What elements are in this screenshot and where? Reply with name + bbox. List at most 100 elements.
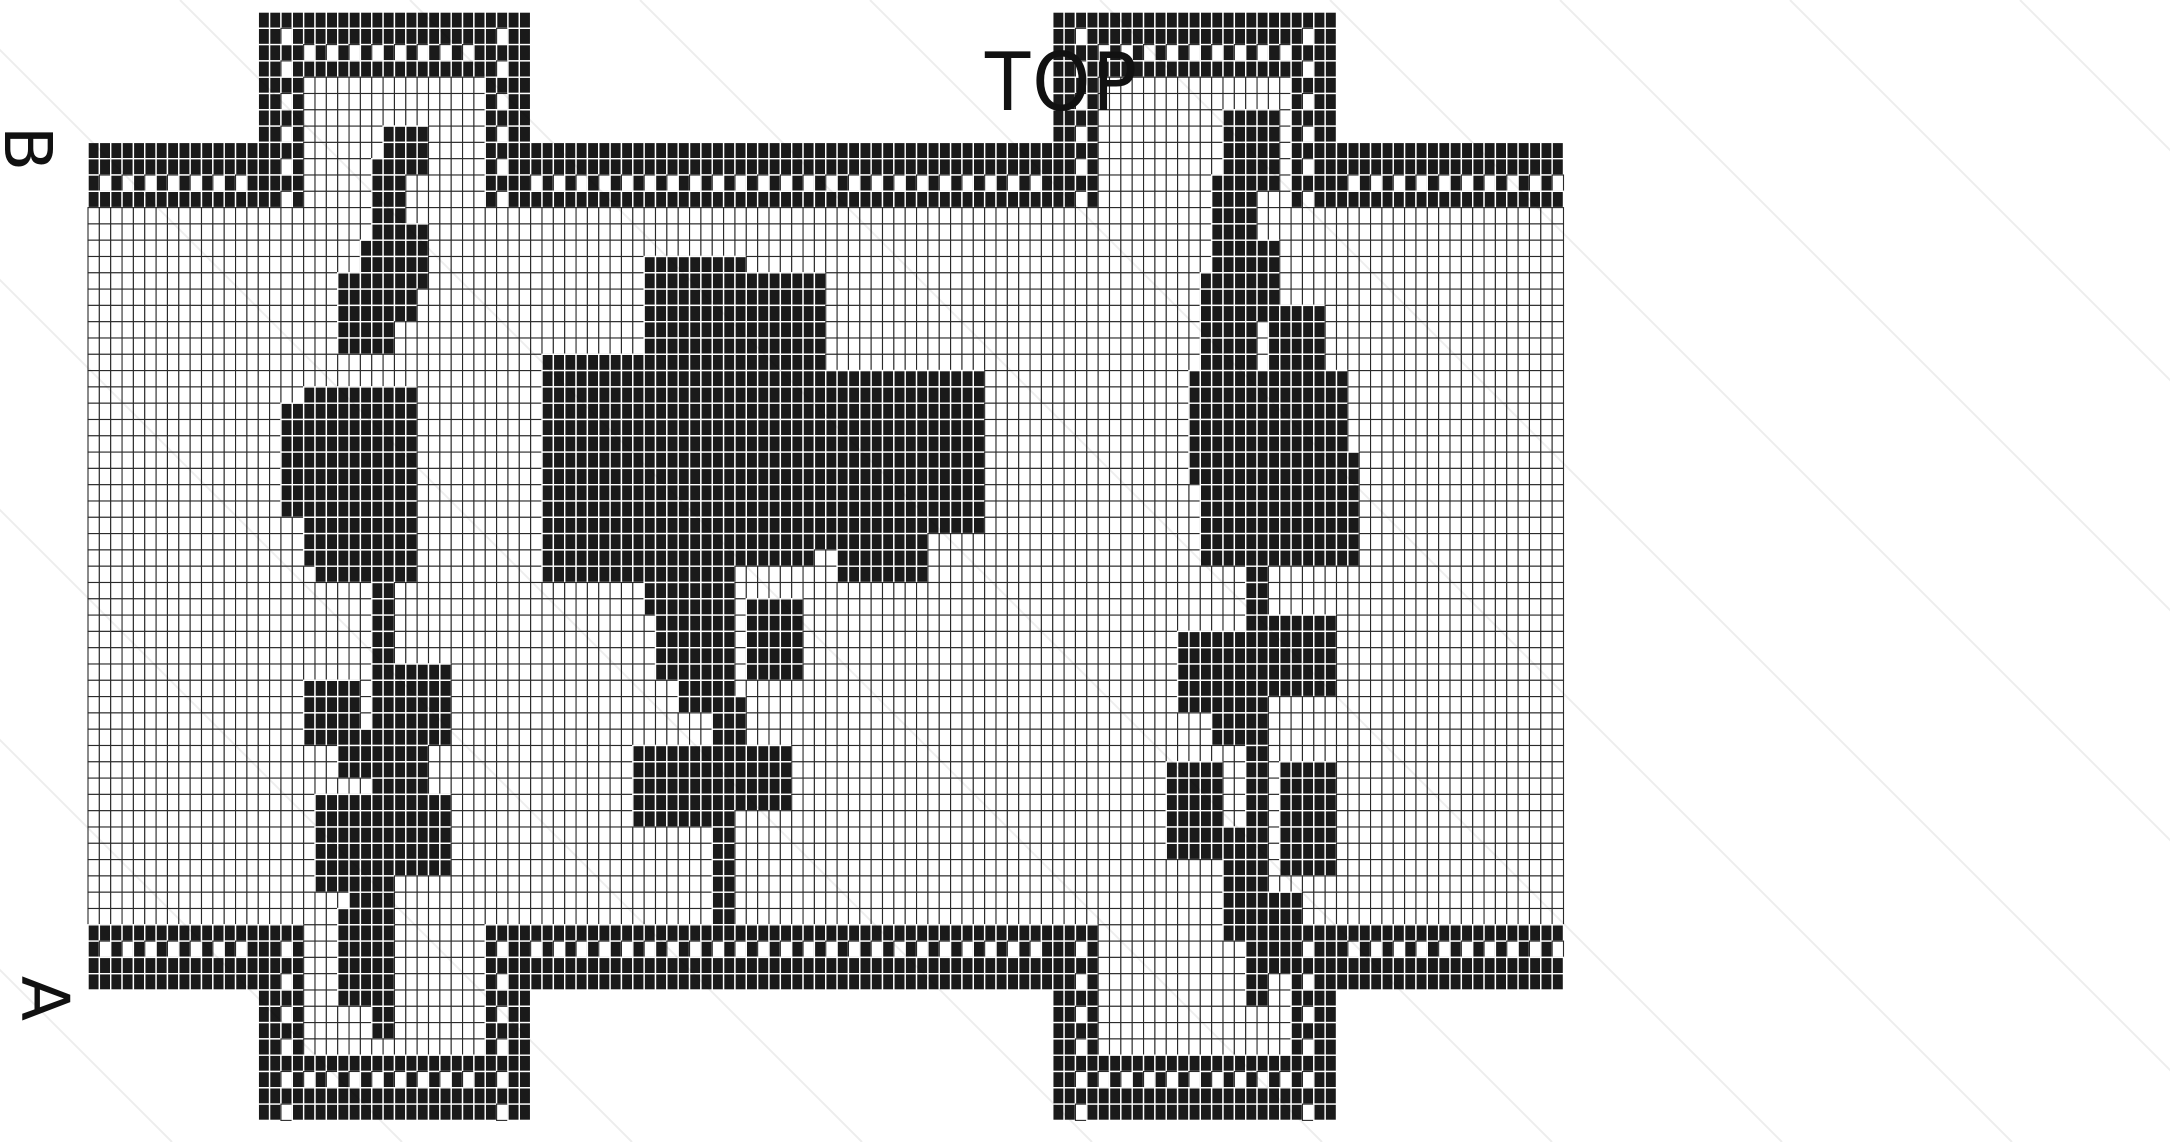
open-mesh [1178, 126, 1189, 142]
open-mesh [894, 648, 905, 664]
open-mesh [1416, 485, 1427, 501]
open-mesh [1041, 615, 1052, 631]
filled-block [1257, 257, 1268, 273]
open-mesh [962, 583, 973, 599]
open-mesh [1144, 615, 1155, 631]
open-mesh [99, 403, 110, 419]
open-mesh [610, 680, 621, 696]
filled-block [519, 12, 530, 28]
filled-block [712, 517, 723, 533]
open-mesh [837, 615, 848, 631]
open-mesh [156, 420, 167, 436]
filled-block [383, 631, 394, 647]
open-mesh [1484, 550, 1495, 566]
open-mesh [962, 615, 973, 631]
filled-block [281, 501, 292, 517]
filled-block [905, 468, 916, 484]
open-mesh [1393, 387, 1404, 403]
open-mesh [1416, 566, 1427, 582]
filled-block [712, 550, 723, 566]
filled-block [360, 45, 371, 61]
open-mesh [792, 680, 803, 696]
open-mesh [1132, 615, 1143, 631]
filled-block [258, 45, 269, 61]
open-mesh [247, 338, 258, 354]
open-mesh [610, 240, 621, 256]
open-mesh [122, 387, 133, 403]
open-mesh [1007, 517, 1018, 533]
open-mesh [1132, 175, 1143, 191]
filled-block [1495, 191, 1506, 207]
filled-block [440, 697, 451, 713]
open-mesh [1098, 599, 1109, 615]
open-mesh [519, 680, 530, 696]
filled-block [973, 468, 984, 484]
open-mesh [156, 240, 167, 256]
open-mesh [99, 175, 110, 191]
open-mesh [1348, 648, 1359, 664]
filled-block [656, 322, 667, 338]
open-mesh [1041, 517, 1052, 533]
open-mesh [1371, 664, 1382, 680]
open-mesh [1041, 257, 1052, 273]
filled-block [599, 517, 610, 533]
open-mesh [1529, 387, 1540, 403]
open-mesh [1427, 648, 1438, 664]
open-mesh [497, 240, 508, 256]
filled-block [792, 403, 803, 419]
open-mesh [1200, 77, 1211, 93]
filled-block [894, 468, 905, 484]
filled-block [326, 485, 337, 501]
filled-block [338, 485, 349, 501]
open-mesh [1439, 534, 1450, 550]
open-mesh [304, 240, 315, 256]
open-mesh [973, 534, 984, 550]
filled-block [1552, 142, 1563, 158]
open-mesh [474, 240, 485, 256]
open-mesh [871, 648, 882, 664]
open-mesh [202, 322, 213, 338]
open-mesh [213, 713, 224, 729]
open-mesh [1030, 664, 1041, 680]
filled-block [1200, 305, 1211, 321]
open-mesh [565, 273, 576, 289]
filled-block [247, 175, 258, 191]
open-mesh [281, 305, 292, 321]
filled-block [315, 534, 326, 550]
open-mesh [258, 566, 269, 582]
open-mesh [167, 208, 178, 224]
open-mesh [463, 77, 474, 93]
open-mesh [780, 257, 791, 273]
filled-block [1302, 45, 1313, 61]
open-mesh [565, 208, 576, 224]
open-mesh [270, 583, 281, 599]
open-mesh [474, 403, 485, 419]
filled-block [1212, 680, 1223, 696]
filled-block [1189, 631, 1200, 647]
filled-block [1189, 648, 1200, 664]
open-mesh [167, 403, 178, 419]
open-mesh [1110, 648, 1121, 664]
open-mesh [497, 403, 508, 419]
open-mesh [497, 468, 508, 484]
open-mesh [429, 77, 440, 93]
filled-block [576, 534, 587, 550]
filled-block [712, 680, 723, 696]
filled-block [633, 420, 644, 436]
open-mesh [1098, 664, 1109, 680]
open-mesh [1473, 615, 1484, 631]
open-mesh [1382, 566, 1393, 582]
open-mesh [167, 697, 178, 713]
open-mesh [1405, 322, 1416, 338]
open-mesh [304, 371, 315, 387]
filled-block [883, 436, 894, 452]
filled-block [1302, 615, 1313, 631]
open-mesh [587, 615, 598, 631]
open-mesh [1178, 94, 1189, 110]
open-mesh [871, 583, 882, 599]
open-mesh [1529, 501, 1540, 517]
filled-block [803, 420, 814, 436]
filled-block [826, 452, 837, 468]
open-mesh [1257, 354, 1268, 370]
open-mesh [576, 240, 587, 256]
